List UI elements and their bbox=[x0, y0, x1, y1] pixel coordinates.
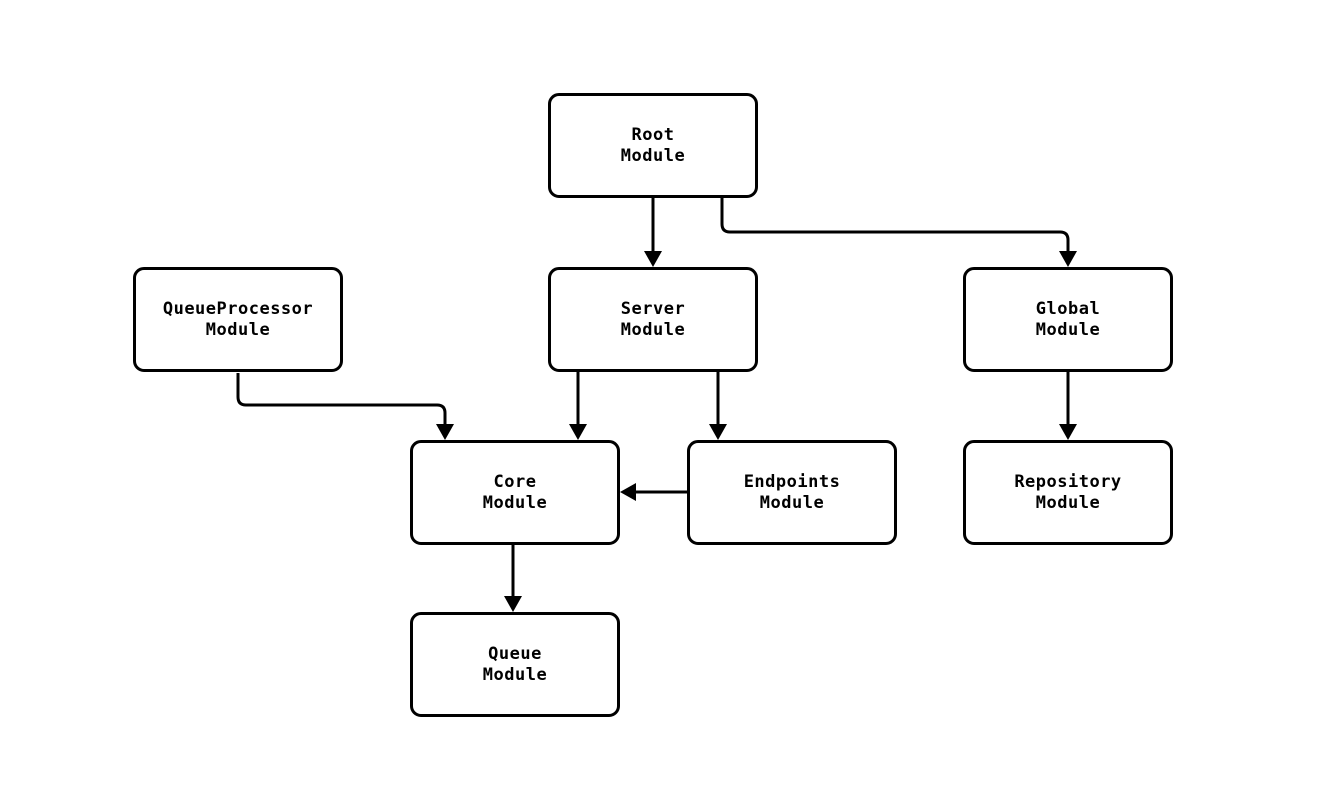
node-root-module: Root Module bbox=[548, 93, 758, 198]
node-label: Root Module bbox=[620, 124, 686, 166]
arrowhead-icon bbox=[644, 251, 662, 267]
node-endpoints-module: Endpoints Module bbox=[687, 440, 897, 545]
node-server-module: Server Module bbox=[548, 267, 758, 372]
node-repository-module: Repository Module bbox=[963, 440, 1173, 545]
node-queue-module: Queue Module bbox=[410, 612, 620, 717]
edge-server-to-endpoints bbox=[709, 372, 727, 440]
edge-server-to-core bbox=[569, 372, 587, 440]
node-queueprocessor-module: QueueProcessor Module bbox=[133, 267, 343, 372]
edge-endpoints-to-core bbox=[620, 483, 687, 501]
edge-root-to-global bbox=[720, 198, 1077, 267]
edge-core-to-queue bbox=[504, 545, 522, 612]
edge-root-to-server bbox=[644, 198, 662, 267]
node-label: Queue Module bbox=[482, 643, 548, 685]
node-core-module: Core Module bbox=[410, 440, 620, 545]
node-label: Core Module bbox=[482, 471, 548, 513]
arrowhead-icon bbox=[569, 424, 587, 440]
node-label: QueueProcessor Module bbox=[162, 298, 314, 340]
arrowhead-icon bbox=[436, 424, 454, 440]
node-label: Repository Module bbox=[1014, 471, 1122, 513]
arrowhead-icon bbox=[504, 596, 522, 612]
edge-queueprocessor-to-core bbox=[236, 373, 454, 440]
node-label: Endpoints Module bbox=[743, 471, 841, 513]
arrowhead-icon bbox=[709, 424, 727, 440]
node-label: Global Module bbox=[1035, 298, 1101, 340]
arrowhead-icon bbox=[1059, 424, 1077, 440]
edge-global-to-repository bbox=[1059, 372, 1077, 440]
node-label: Server Module bbox=[620, 298, 686, 340]
node-global-module: Global Module bbox=[963, 267, 1173, 372]
arrowhead-icon bbox=[620, 483, 636, 501]
arrowhead-icon bbox=[1059, 251, 1077, 267]
